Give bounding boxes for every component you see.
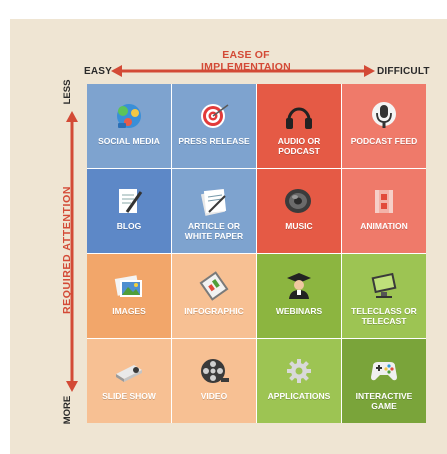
cell-label: APPLICATIONS bbox=[267, 391, 331, 401]
images-icon bbox=[112, 271, 146, 301]
speaker-icon bbox=[282, 186, 316, 216]
cell-images: IMAGES bbox=[87, 254, 171, 338]
cell-label: VIDEO bbox=[200, 391, 228, 401]
cell-press-release: PRESS RELEASE bbox=[172, 84, 256, 168]
required-attention-title: REQUIRED ATTENTION bbox=[61, 185, 73, 315]
cell-label: PODCAST FEED bbox=[350, 136, 418, 146]
cell-label: INTERACTIVE GAME bbox=[355, 391, 413, 411]
cell-label: WEBINARS bbox=[275, 306, 323, 316]
cell-label: PRESS RELEASE bbox=[178, 136, 250, 146]
more-label: MORE bbox=[62, 395, 73, 425]
cell-animation: ANIMATION bbox=[342, 169, 426, 253]
cell-label: IMAGES bbox=[112, 306, 146, 316]
target-icon bbox=[197, 101, 231, 131]
cell-podcast-feed: PODCAST FEED bbox=[342, 84, 426, 168]
easy-label: EASY bbox=[84, 66, 113, 77]
ease-of-implementation-title: EASE OF IMPLEMENTAION bbox=[201, 49, 291, 73]
cell-social-media: SOCIAL MEDIA bbox=[87, 84, 171, 168]
cell-audio-or-podcast: AUDIO OR PODCAST bbox=[257, 84, 341, 168]
less-label: LESS bbox=[62, 79, 73, 105]
cell-label: SLIDE SHOW bbox=[102, 391, 156, 401]
cell-article-or-white-paper: ARTICLE OR WHITE PAPER bbox=[172, 169, 256, 253]
gamepad-icon bbox=[367, 356, 401, 386]
headphones-icon bbox=[282, 101, 316, 131]
graduate-icon bbox=[282, 271, 316, 301]
blog-icon bbox=[112, 186, 146, 216]
cell-label: SOCIAL MEDIA bbox=[98, 136, 160, 146]
cell-slide-show: SLIDE SHOW bbox=[87, 339, 171, 423]
projector-icon bbox=[112, 356, 146, 386]
cell-label: ARTICLE OR WHITE PAPER bbox=[184, 221, 244, 241]
cell-video: VIDEO bbox=[172, 339, 256, 423]
cell-label: INFOGRAPHIC bbox=[184, 306, 244, 316]
cell-label: TELECLASS OR TELECAST bbox=[351, 306, 417, 326]
content-matrix: SOCIAL MEDIA PRESS RELEASE AUDIO OR PODC… bbox=[87, 84, 426, 423]
cell-label: MUSIC bbox=[285, 221, 313, 231]
monitor-icon bbox=[367, 271, 401, 301]
cell-label: AUDIO OR PODCAST bbox=[277, 136, 321, 156]
cell-webinars: WEBINARS bbox=[257, 254, 341, 338]
cell-blog: BLOG bbox=[87, 169, 171, 253]
cell-interactive-game: INTERACTIVE GAME bbox=[342, 339, 426, 423]
gear-icon bbox=[282, 356, 316, 386]
cell-applications: APPLICATIONS bbox=[257, 339, 341, 423]
social-media-icon bbox=[112, 101, 146, 131]
cell-infographic: INFOGRAPHIC bbox=[172, 254, 256, 338]
difficult-label: DIFFICULT bbox=[377, 66, 430, 77]
microphone-icon bbox=[367, 101, 401, 131]
film-icon bbox=[367, 186, 401, 216]
cell-label: ANIMATION bbox=[360, 221, 408, 231]
cell-music: MUSIC bbox=[257, 169, 341, 253]
cell-label: BLOG bbox=[116, 221, 142, 231]
document-icon bbox=[197, 186, 231, 216]
infographic-icon bbox=[197, 271, 231, 301]
film-reel-icon bbox=[197, 356, 231, 386]
cell-teleclass-or-telecast: TELECLASS OR TELECAST bbox=[342, 254, 426, 338]
